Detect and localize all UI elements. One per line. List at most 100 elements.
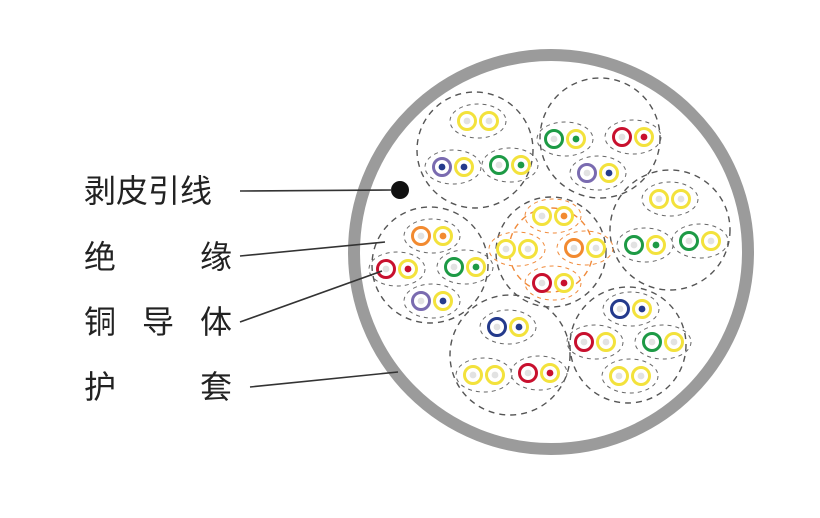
unit-outline-bottom-right xyxy=(569,286,687,404)
pair-outline xyxy=(455,357,513,393)
insulated-conductor xyxy=(632,299,652,319)
insulated-conductor xyxy=(376,259,396,279)
copper-core xyxy=(517,161,525,169)
leader-line-jacket xyxy=(249,371,399,388)
copper-core xyxy=(685,237,693,245)
copper-core xyxy=(439,232,447,240)
insulated-conductor xyxy=(466,257,486,277)
center-pair-outlines xyxy=(488,198,614,301)
insulated-conductor xyxy=(479,111,499,131)
label-conductor-char-1: 铜 xyxy=(84,303,116,341)
insulated-conductor xyxy=(671,189,691,209)
copper-core xyxy=(616,305,624,313)
copper-core xyxy=(382,265,390,273)
insulated-conductor xyxy=(554,273,574,293)
insulated-conductor xyxy=(518,239,538,259)
copper-core xyxy=(469,371,477,379)
insulated-conductor xyxy=(532,206,552,226)
copper-core xyxy=(524,245,532,253)
pair-outline xyxy=(671,223,729,259)
pair-outline xyxy=(403,283,461,319)
copper-core xyxy=(546,369,554,377)
insulated-conductor xyxy=(532,273,552,293)
pair-outline xyxy=(602,291,660,327)
insulated-conductor xyxy=(642,332,662,352)
insulated-conductor xyxy=(411,226,431,246)
copper-core xyxy=(630,241,638,249)
pair-outline xyxy=(449,103,507,139)
pair-outline xyxy=(479,309,537,345)
copper-core xyxy=(538,279,546,287)
insulated-conductor xyxy=(540,363,560,383)
insulated-conductor xyxy=(564,238,584,258)
insulated-conductor xyxy=(496,239,516,259)
insulated-conductor xyxy=(609,366,629,386)
insulated-conductor xyxy=(454,157,474,177)
copper-core xyxy=(652,241,660,249)
insulated-conductor xyxy=(509,317,529,337)
insulated-conductor xyxy=(612,127,632,147)
insulated-conductor xyxy=(485,365,505,385)
insulated-conductor xyxy=(679,231,699,251)
pair-outline xyxy=(524,198,582,234)
copper-core xyxy=(463,117,471,125)
pair-outline xyxy=(403,218,461,254)
copper-core xyxy=(524,369,532,377)
insulated-conductor xyxy=(398,259,418,279)
pair-outline xyxy=(488,231,546,267)
leader-line-insulation xyxy=(239,241,386,257)
label-insulation-char-1: 绝 xyxy=(84,238,116,276)
label-conductor-char-3: 体 xyxy=(200,303,232,341)
pair-outline xyxy=(569,155,627,191)
conductor-layer xyxy=(376,111,721,386)
copper-core xyxy=(615,372,623,380)
insulated-conductor xyxy=(586,238,606,258)
insulated-conductor xyxy=(634,127,654,147)
unit-outline-center xyxy=(495,196,607,308)
copper-core xyxy=(655,195,663,203)
insulated-conductor xyxy=(566,129,586,149)
copper-core xyxy=(495,161,503,169)
pair-outline xyxy=(524,265,582,301)
copper-core xyxy=(592,244,600,252)
insulated-conductor xyxy=(433,291,453,311)
insulated-conductor xyxy=(444,257,464,277)
insulated-conductor xyxy=(554,206,574,226)
copper-core xyxy=(560,279,568,287)
pair-outline xyxy=(424,149,482,185)
copper-core xyxy=(460,163,468,171)
copper-core xyxy=(438,163,446,171)
label-insulation-char-2: 缘 xyxy=(200,238,232,276)
copper-core xyxy=(580,338,588,346)
label-jacket-char-1: 护 xyxy=(84,368,116,406)
copper-core xyxy=(670,338,678,346)
insulated-conductor xyxy=(701,231,721,251)
pair-outline xyxy=(536,121,594,157)
insulated-conductor xyxy=(463,365,483,385)
unit-outline-top-left xyxy=(416,91,534,209)
copper-core xyxy=(602,338,610,346)
copper-core xyxy=(493,323,501,331)
insulated-conductor xyxy=(596,332,616,352)
drain-wire xyxy=(391,181,409,199)
copper-core xyxy=(618,133,626,141)
unit-outline-top-right xyxy=(539,77,661,199)
insulated-conductor xyxy=(511,155,531,175)
pair-outline xyxy=(556,230,614,266)
leader-lines xyxy=(239,189,399,388)
copper-core xyxy=(404,265,412,273)
pair-outline xyxy=(566,324,624,360)
copper-core xyxy=(538,212,546,220)
copper-core xyxy=(450,263,458,271)
insulated-conductor xyxy=(599,163,619,183)
copper-core xyxy=(637,372,645,380)
label-jacket-char-2: 套 xyxy=(200,368,232,406)
copper-core xyxy=(417,297,425,305)
pair-outline xyxy=(368,251,426,287)
pair-outline xyxy=(641,181,699,217)
unit-outline-bottom-left xyxy=(449,294,571,416)
copper-core xyxy=(550,135,558,143)
copper-core xyxy=(502,245,510,253)
unit-outline-right xyxy=(609,169,731,291)
